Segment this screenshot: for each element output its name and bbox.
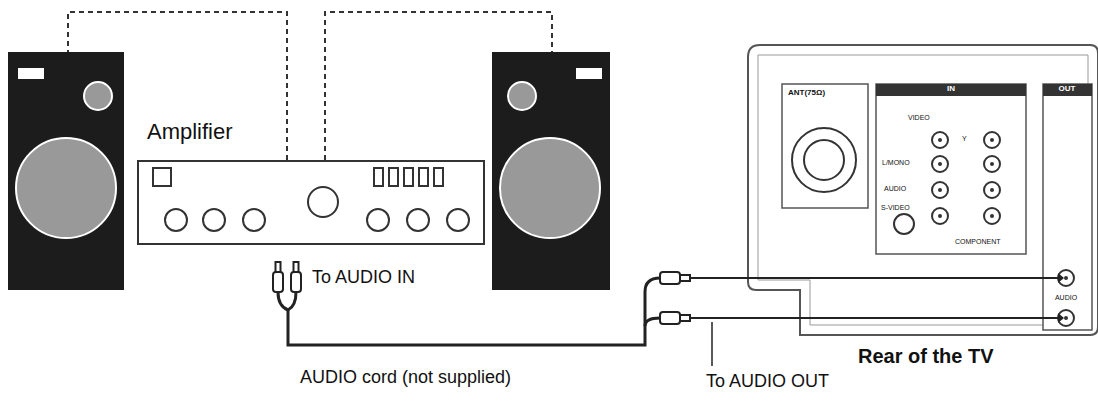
callout-label: To AUDIO IN [312,268,415,288]
panel-label: S-VIDEO [881,204,910,212]
callout-label: AUDIO cord (not supplied) [300,368,511,388]
speaker [492,52,610,290]
panel-label: L/MONO [882,159,910,167]
leader-line [711,322,713,366]
amplifier-controls [153,168,469,231]
panel-label: COMPONENT [955,238,1001,246]
audio-cord [278,278,660,345]
panel-label: VIDEO [908,114,930,122]
panel-label: Y [962,135,967,143]
panel-label: ANT(75Ω) [788,89,825,98]
panel-label: AUDIO [1055,294,1077,302]
node-label: Amplifier [147,120,233,144]
amplifier-box: Amplifier [137,160,485,245]
node-label: Rear of the TV [858,345,994,367]
panel-label: OUT [1059,85,1076,94]
callout-label: To AUDIO OUT [706,372,829,392]
speaker [8,52,124,290]
panel-label: AUDIO [884,185,906,193]
rca-plug [273,262,690,324]
panel-label: IN [947,85,955,94]
